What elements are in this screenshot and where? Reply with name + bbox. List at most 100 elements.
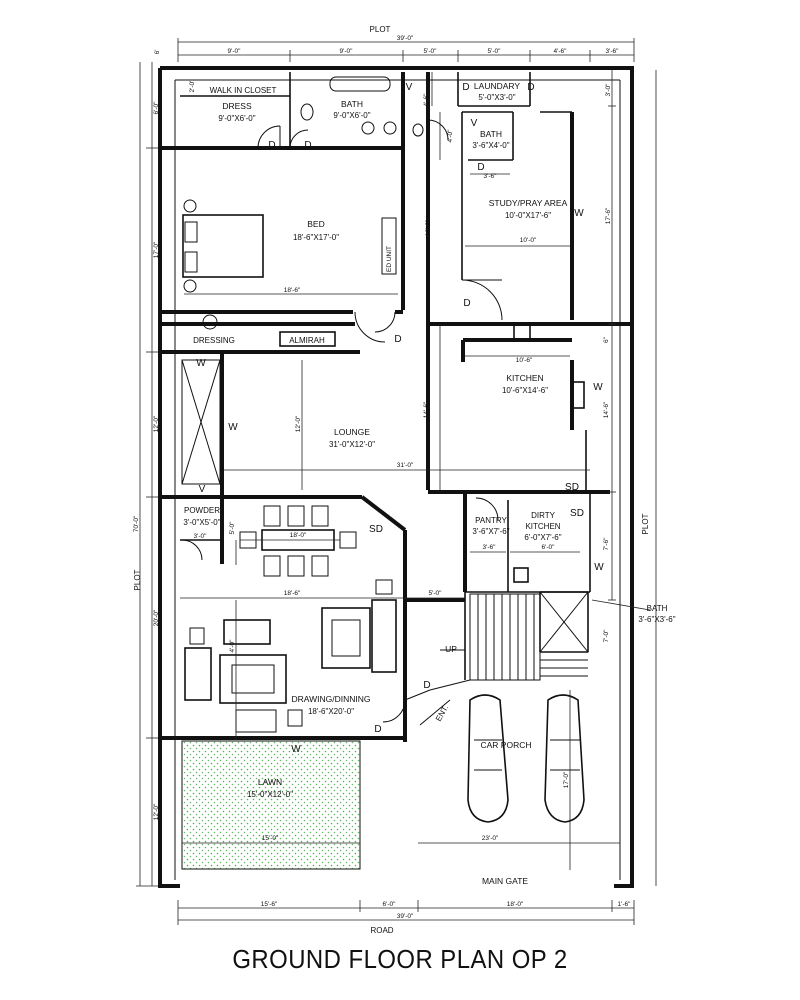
dim-drawing-w: 18'-6" bbox=[284, 590, 301, 597]
interior-walls bbox=[160, 72, 632, 742]
sliding-door-mark: SD bbox=[565, 482, 579, 493]
dim-closet-h: 2'-0" bbox=[189, 79, 196, 93]
room-bed: BED bbox=[307, 219, 324, 229]
dim-left-seg-4: 20'-0" bbox=[153, 609, 160, 626]
washbasin-icon bbox=[361, 121, 375, 135]
room-dirty-kitchen-1: DIRTY bbox=[531, 511, 556, 520]
plot-label-left: PLOT bbox=[133, 569, 142, 590]
dim-left-seg-1: 6'-0" bbox=[153, 101, 160, 115]
room-laundary: LAUNDARY bbox=[474, 81, 520, 91]
dim-left-top: 6' bbox=[154, 50, 161, 55]
room-study: STUDY/PRAY AREA bbox=[489, 198, 568, 208]
road-label: ROAD bbox=[370, 926, 393, 935]
window-mark: W bbox=[574, 208, 584, 219]
door-mark: D bbox=[374, 724, 381, 735]
door-swings bbox=[181, 119, 503, 726]
room-pantry-size: 3'-6"X7'-6" bbox=[472, 527, 509, 536]
dim-right-kitchen: 14'-6" bbox=[603, 401, 610, 418]
dim-lounge-w: 31'-0" bbox=[397, 462, 414, 469]
plot-label-top: PLOT bbox=[370, 25, 391, 34]
room-dirty-kitchen-2: KITCHEN bbox=[525, 522, 560, 531]
furniture bbox=[181, 76, 585, 823]
door-mark: D bbox=[268, 140, 275, 151]
door-mark: D bbox=[477, 162, 484, 173]
room-study-size: 10'-0"X17'-6" bbox=[505, 211, 551, 220]
dim-pantry-w: 3'-6" bbox=[483, 544, 497, 551]
room-lounge-size: 31'-0"X12'-0" bbox=[329, 440, 375, 449]
room-dress-size: 9'-0"X6'-0" bbox=[218, 114, 255, 123]
room-walk-in-closet: WALK IN CLOSET bbox=[210, 86, 277, 95]
entry-label: ENT. bbox=[434, 703, 450, 723]
dim-study-h: 16'-0" bbox=[425, 219, 432, 236]
dim-left-seg-3: 12'-0" bbox=[153, 415, 160, 432]
dim-top-seg-6: 3'-6" bbox=[606, 48, 620, 55]
sofa-icon bbox=[371, 599, 397, 673]
dim-bath-small-h: 4'-0" bbox=[447, 129, 454, 143]
window-mark: W bbox=[228, 422, 238, 433]
dim-bed-w: 18'-6" bbox=[284, 287, 301, 294]
dim-top-total: 39'-0" bbox=[397, 35, 414, 42]
car-icon bbox=[544, 694, 585, 823]
dim-right-laundry: 3'-0" bbox=[605, 83, 612, 97]
room-bath-stair-size: 3'-6"X3'-6" bbox=[638, 615, 675, 624]
room-bath-top: BATH bbox=[341, 99, 363, 109]
room-kitchen: KITCHEN bbox=[506, 373, 543, 383]
dim-left-seg-5: 12'-0" bbox=[153, 803, 160, 820]
car-icon bbox=[467, 694, 509, 823]
dim-kitchen-h: 14'-6" bbox=[423, 401, 430, 418]
ventilator-mark: V bbox=[406, 82, 413, 93]
sliding-door-mark: SD bbox=[369, 524, 383, 535]
dimension-lines bbox=[136, 38, 657, 925]
ed-unit-label: ED UNIT bbox=[386, 246, 393, 272]
room-drawing: DRAWING/DINNING bbox=[291, 694, 370, 704]
dim-right-study: 17'-6" bbox=[605, 207, 612, 224]
dim-lounge-h: 12'-0" bbox=[295, 415, 302, 432]
room-lounge: LOUNGE bbox=[334, 427, 370, 437]
room-powder-size: 3'-0"X5'-0" bbox=[183, 518, 220, 527]
dim-bottom-seg-1: 15'-6" bbox=[261, 901, 278, 908]
door-mark: D bbox=[462, 82, 469, 93]
dim-right-kitchen-top: 6" bbox=[603, 336, 610, 343]
window-mark: W bbox=[594, 562, 604, 573]
room-bath-small: BATH bbox=[480, 129, 502, 139]
dimension-labels: PLOT 39'-0" 9'-0" 9'-0" 5'-0" 5'-0" 4'-6… bbox=[133, 25, 650, 935]
door-mark: D bbox=[304, 140, 311, 151]
opening-marks: D D D D D D D D D W W W W W W SD SD SD V… bbox=[196, 82, 604, 755]
dim-bath-small-w: 3'-6" bbox=[484, 173, 498, 180]
dim-bottom-seg-3: 18'-0" bbox=[507, 901, 524, 908]
plot-label-right: PLOT bbox=[641, 513, 650, 534]
room-labels: WALK IN CLOSET DRESS 9'-0"X6'-0" BATH 9'… bbox=[183, 81, 675, 886]
room-pantry: PANTRY bbox=[475, 516, 507, 525]
room-powder: POWDER bbox=[184, 506, 220, 515]
dim-top-seg-4: 5'-0" bbox=[488, 48, 502, 55]
outer-walls bbox=[158, 66, 634, 888]
dim-dining-w: 18'-0" bbox=[290, 532, 307, 539]
dim-top-seg-5: 4'-6" bbox=[554, 48, 568, 55]
dim-dining-h: 5'-0" bbox=[229, 521, 236, 535]
ventilator-mark: V bbox=[471, 118, 478, 129]
lawn-area bbox=[181, 740, 361, 870]
dim-powder-w: 3'-0" bbox=[194, 533, 208, 540]
staircase bbox=[440, 593, 588, 681]
door-mark: D bbox=[394, 334, 401, 345]
room-dressing: DRESSING bbox=[193, 336, 235, 345]
dim-top-seg-1: 9'-0" bbox=[228, 48, 242, 55]
door-mark: D bbox=[527, 82, 534, 93]
dim-top-seg-3: 5'-0" bbox=[424, 48, 438, 55]
bed-icon bbox=[182, 214, 264, 278]
room-bath-stair: BATH bbox=[647, 604, 668, 613]
dim-bottom-seg-4: 1'-6" bbox=[618, 901, 632, 908]
dim-bottom-seg-2: 6'-0" bbox=[383, 901, 397, 908]
dim-bottom-total: 39'-0" bbox=[397, 913, 414, 920]
dim-left-total: 70'-0" bbox=[133, 515, 140, 532]
dim-study-w: 10'-0" bbox=[520, 237, 537, 244]
ventilator-mark: V bbox=[199, 484, 206, 495]
dim-bath-left: 4'-6" bbox=[423, 93, 430, 107]
room-dirty-kitchen-size: 6'-0"X7'-6" bbox=[524, 533, 561, 542]
window-mark: W bbox=[291, 744, 301, 755]
room-lawn-size: 15'-0"X12'-0" bbox=[247, 790, 293, 799]
room-drawing-size: 18'-6"X20'-0" bbox=[308, 707, 354, 716]
dim-passage-w: 5'-0" bbox=[429, 590, 443, 597]
room-kitchen-size: 10'-6"X14'-6" bbox=[502, 386, 548, 395]
